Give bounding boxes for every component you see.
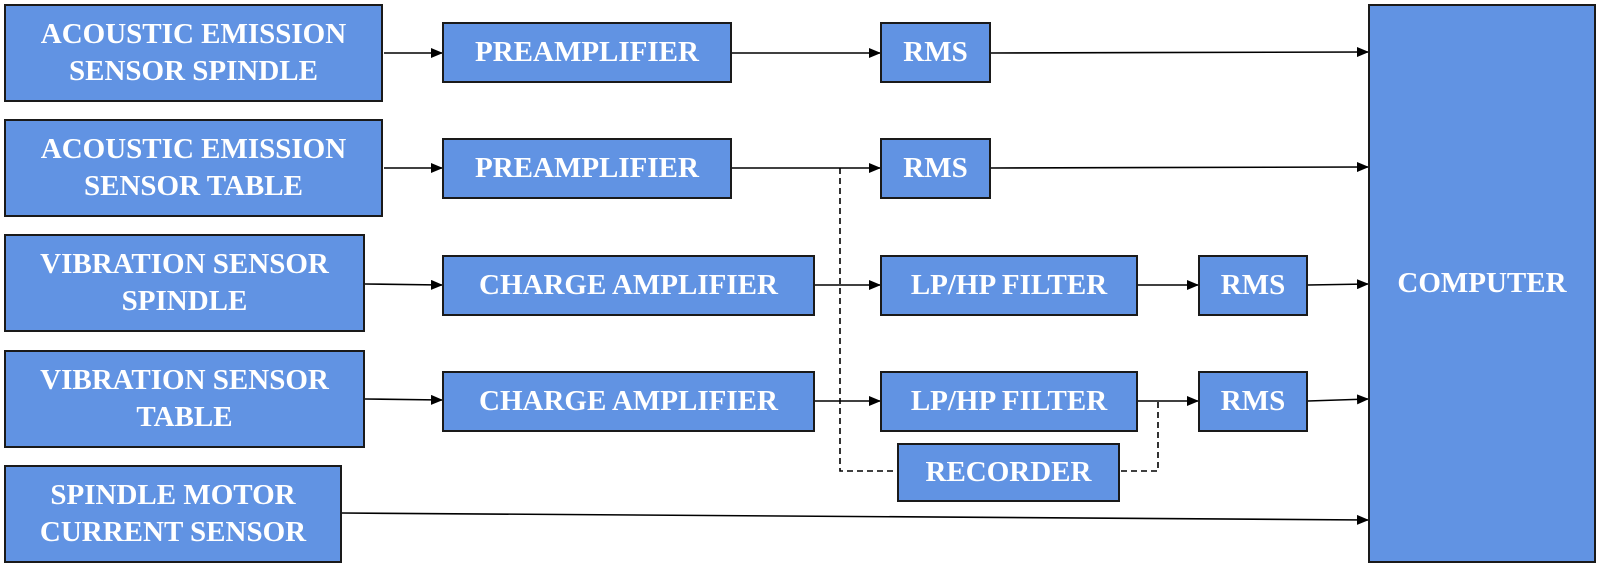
edge-dashed-preamp2-to-recorder [839,168,897,472]
edge-motor-current-to-computer [341,512,1369,525]
edge-rms4-to-computer [1307,394,1369,405]
charge-amplifier-2: CHARGE AMPLIFIER [442,371,815,432]
lp-hp-filter-2: LP/HP FILTER [880,371,1138,432]
recorder: RECORDER [897,443,1120,502]
edge-rms1-to-computer [990,47,1369,58]
rms-1: RMS [880,22,991,83]
edge-rms3-to-computer [1307,279,1369,290]
rms-3: RMS [1198,255,1308,316]
edge-rms2-to-computer [990,162,1369,173]
edge-dashed-filter2-to-recorder [1120,402,1159,472]
edge-vib-table-to-charge-amp [364,394,443,405]
spindle-motor-current-sensor: SPINDLE MOTOR CURRENT SENSOR [4,465,342,563]
computer: COMPUTER [1368,4,1596,563]
acoustic-emission-sensor-table: ACOUSTIC EMISSION SENSOR TABLE [4,119,383,217]
edge-vib-spindle-to-charge-amp [364,279,443,290]
acoustic-emission-sensor-spindle: ACOUSTIC EMISSION SENSOR SPINDLE [4,4,383,102]
rms-4: RMS [1198,371,1308,432]
preamplifier-1: PREAMPLIFIER [442,22,732,83]
charge-amplifier-1: CHARGE AMPLIFIER [442,255,815,316]
rms-2: RMS [880,138,991,199]
lp-hp-filter-1: LP/HP FILTER [880,255,1138,316]
preamplifier-2: PREAMPLIFIER [442,138,732,199]
vibration-sensor-table: VIBRATION SENSOR TABLE [4,350,365,448]
vibration-sensor-spindle: VIBRATION SENSOR SPINDLE [4,234,365,332]
